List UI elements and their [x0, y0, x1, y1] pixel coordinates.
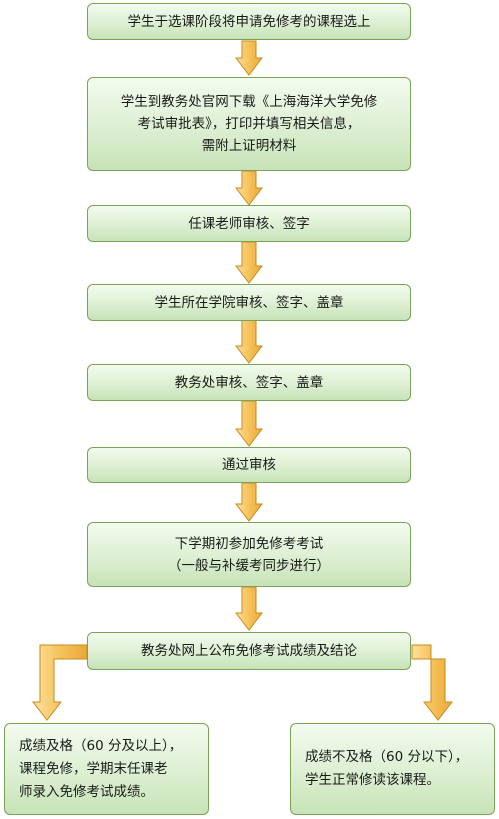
step-publish-results-text: 教务处网上公布免修考试成绩及结论	[141, 643, 357, 659]
result-fail: 成绩不及格（60 分以下）， 学生正常修读该课程。	[290, 723, 495, 815]
step-publish-results: 教务处网上公布免修考试成绩及结论	[87, 632, 411, 670]
step-office-review: 教务处审核、签字、盖章	[87, 364, 411, 401]
arrow-down-4	[234, 319, 264, 364]
step-teacher-review: 任课老师审核、签字	[87, 205, 411, 242]
result-fail-text: 成绩不及格（60 分以下）， 学生正常修读该课程。	[305, 749, 469, 788]
step-approved: 通过审核	[87, 447, 411, 483]
arrow-elbow-left	[31, 644, 88, 721]
step-download-form-text: 学生到教务处官网下载《上海海洋大学免修 考试审批表》，打印并填写相关信息， 需附…	[120, 94, 378, 154]
step-college-review: 学生所在学院审核、签字、盖章	[87, 284, 411, 321]
step-take-exam: 下学期初参加免修考考试 （一般与补缓考同步进行）	[87, 522, 411, 587]
arrow-down-5	[234, 400, 264, 447]
step-office-review-text: 教务处审核、签字、盖章	[174, 374, 324, 391]
arrow-down-7	[234, 586, 264, 631]
arrow-down-2	[234, 170, 264, 206]
step-take-exam-text: 下学期初参加免修考考试 （一般与补缓考同步进行）	[168, 535, 330, 574]
step-download-form: 学生到教务处官网下载《上海海洋大学免修 考试审批表》，打印并填写相关信息， 需附…	[87, 77, 411, 171]
step-approved-text: 通过审核	[222, 457, 276, 473]
result-pass-text: 成绩及格（60 分及以上）， 课程免修，学期末任课老 师录入免修考试成绩。	[19, 737, 183, 800]
step-select-course-text: 学生于选课阶段将申请免修考的课程选上	[127, 13, 371, 30]
step-select-course: 学生于选课阶段将申请免修考的课程选上	[87, 3, 411, 40]
arrow-elbow-right	[411, 644, 454, 721]
result-pass: 成绩及格（60 分及以上）， 课程免修，学期末任课老 师录入免修考试成绩。	[4, 723, 209, 815]
step-college-review-text: 学生所在学院审核、签字、盖章	[154, 294, 344, 311]
arrow-down-6	[234, 482, 264, 522]
arrow-down-1	[234, 40, 264, 76]
arrow-down-3	[234, 241, 264, 284]
step-teacher-review-text: 任课老师审核、签字	[188, 215, 310, 232]
